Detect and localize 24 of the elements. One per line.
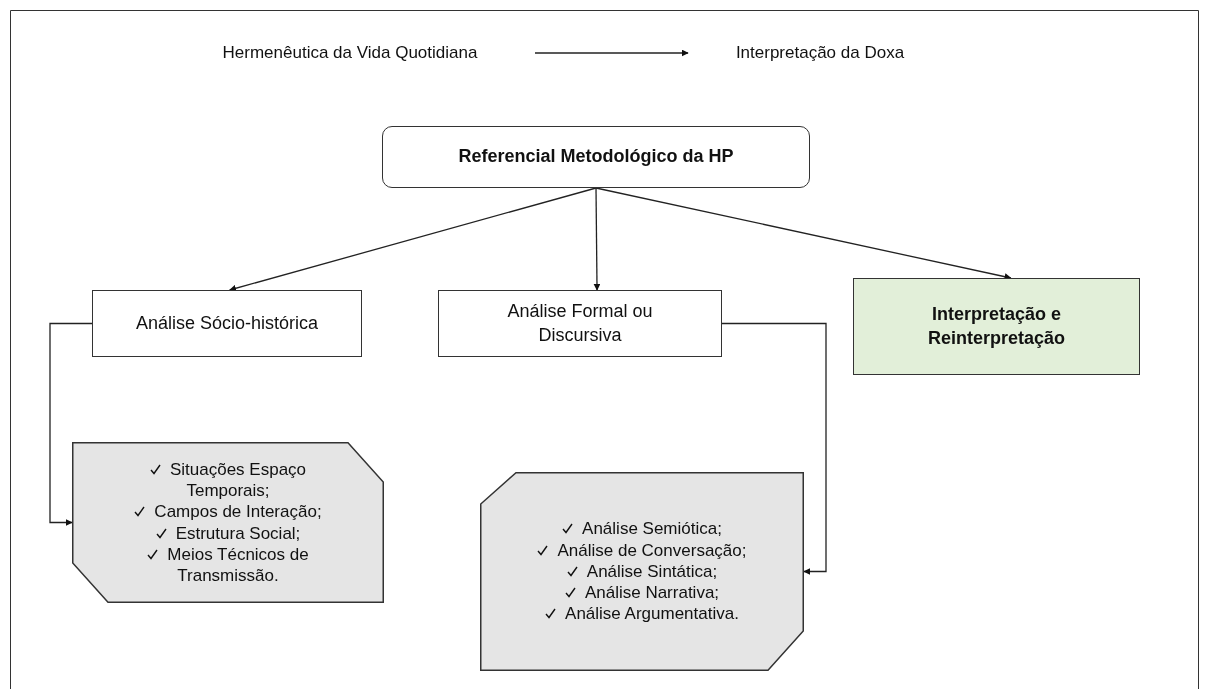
arrow [49,322,93,526]
list-item-text: Análise Narrativa; [584,583,720,603]
box-label: Referencial Metodológico da HP [458,145,734,169]
box-label: Análise Sócio-histórica [135,311,319,335]
concept-text: Interpretação da Doxa [735,43,905,63]
arrow [229,187,597,292]
list-item-text: Análise Argumentativa. [565,604,739,624]
list-item-text: Análise de Conversação; [557,540,747,560]
process-box [438,290,722,357]
list-item-text: Análise Semiótica; [582,519,722,539]
list-item-text: Estrutura Social; [175,523,301,543]
process-box [382,126,810,188]
list-item-text: Análise Sintática; [586,561,718,581]
concept-text: Hermenêutica da Vida Quotidiana [222,43,478,63]
list-item-text: Campos de Interação; [154,502,322,522]
arrow [721,322,827,575]
process-box [853,278,1140,375]
arrow [593,187,601,291]
box-label: Interpretação e Reinterpretação [926,303,1067,350]
box-label: Análise Formal ou Discursiva [506,300,654,347]
arrow [534,49,689,57]
process-box [92,290,362,357]
list-item-text: Situações Espaço Temporais; [169,459,307,500]
list-item-text: Meios Técnicos de Transmissão. [167,544,309,585]
